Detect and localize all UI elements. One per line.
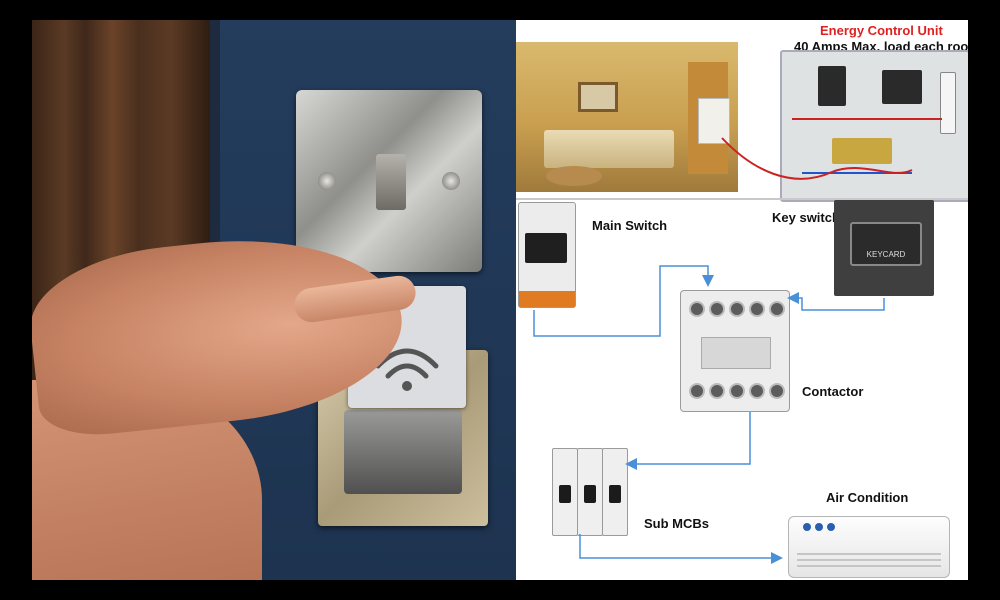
keycard-photo bbox=[32, 20, 516, 580]
mcb-toggle bbox=[609, 485, 621, 503]
terminal bbox=[749, 383, 765, 399]
mini-breaker bbox=[940, 72, 956, 134]
light-switch-plate bbox=[296, 90, 482, 272]
key-switch-text: KEYCARD bbox=[850, 222, 922, 266]
ac-indicator bbox=[827, 523, 835, 531]
wire-mcbs-to-ac bbox=[579, 534, 783, 564]
terminal bbox=[709, 383, 725, 399]
contactor bbox=[680, 290, 790, 412]
terminal bbox=[729, 301, 745, 317]
wall-picture bbox=[578, 82, 618, 112]
mcb-toggle bbox=[559, 485, 571, 503]
terminal bbox=[709, 301, 725, 317]
relay bbox=[818, 66, 846, 106]
terminal bbox=[749, 301, 765, 317]
ac-vent bbox=[797, 553, 941, 555]
table bbox=[546, 166, 602, 186]
relay bbox=[882, 70, 922, 104]
contactor-faceplate bbox=[701, 337, 771, 369]
figure: Energy Control Unit 40 Amps Max. load ea… bbox=[32, 20, 968, 580]
screw-icon bbox=[318, 172, 336, 190]
breaker-toggle bbox=[525, 233, 567, 263]
ac-vent bbox=[797, 559, 941, 561]
ecu-title: Energy Control Unit bbox=[820, 23, 943, 38]
screw-icon bbox=[442, 172, 460, 190]
terminal bbox=[769, 301, 785, 317]
contactor-label: Contactor bbox=[802, 384, 864, 399]
wire-contactor-to-mcbs bbox=[625, 412, 751, 470]
key-switch: KEYCARD bbox=[834, 200, 934, 296]
bed bbox=[544, 130, 674, 168]
ac-indicator bbox=[815, 523, 823, 531]
terminal bbox=[689, 383, 705, 399]
air-conditioner bbox=[788, 516, 950, 578]
mcb bbox=[552, 448, 578, 536]
circuit-board bbox=[832, 138, 892, 164]
wire-keyswitch-to-contactor bbox=[787, 292, 885, 311]
main-switch-breaker bbox=[518, 202, 576, 308]
main-switch-label: Main Switch bbox=[592, 218, 668, 233]
terminal bbox=[769, 383, 785, 399]
air-condition-label: Air Condition bbox=[826, 490, 909, 505]
breaker-orange-strip bbox=[519, 291, 575, 307]
key-switch-label: Key switch bbox=[772, 210, 840, 225]
terminal bbox=[689, 301, 705, 317]
rocker-switch bbox=[376, 154, 406, 210]
blue-wire bbox=[802, 172, 912, 174]
energy-control-unit-panel bbox=[780, 50, 968, 202]
divider-line bbox=[516, 198, 968, 200]
terminal bbox=[729, 383, 745, 399]
sub-mcbs-label: Sub MCBs bbox=[644, 516, 709, 531]
mcb bbox=[602, 448, 628, 536]
ac-indicator bbox=[803, 523, 811, 531]
red-wire bbox=[792, 118, 942, 120]
mcb bbox=[577, 448, 603, 536]
ac-vent bbox=[797, 565, 941, 567]
room-key-holder bbox=[698, 98, 730, 144]
mcb-toggle bbox=[584, 485, 596, 503]
card-slot bbox=[344, 410, 462, 494]
